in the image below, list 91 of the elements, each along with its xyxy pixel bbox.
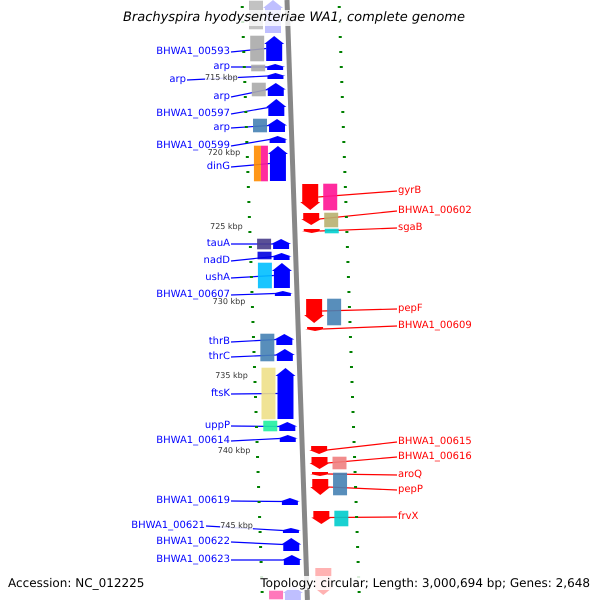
gene-symbol	[310, 479, 330, 495]
gene-symbol	[282, 555, 302, 565]
gene-symbol	[268, 136, 288, 143]
gene-label: BHWA1_00616	[398, 451, 472, 463]
gene-symbol	[266, 99, 286, 116]
gene-label: nadD	[203, 255, 230, 267]
gene-label: ftsK	[210, 388, 230, 400]
gene-symbol	[304, 299, 324, 323]
gene-label: thrB	[208, 336, 230, 348]
gene-label: BHWA1_00597	[156, 108, 230, 120]
gene-label: BHWA1_00614	[156, 435, 230, 447]
gene-symbol	[272, 291, 293, 296]
gene-label: BHWA1_00621	[131, 520, 205, 532]
title: Brachyspira hyodysenteriae WA1, complete genome	[123, 10, 465, 26]
gene-symbol	[300, 184, 320, 210]
gene-symbol	[310, 472, 330, 476]
gene-label: gyrB	[398, 185, 422, 197]
genome-info-text: Accession: NC_012225	[8, 576, 144, 590]
leader-line	[230, 124, 270, 129]
leader-line	[230, 292, 275, 296]
scale-label: 715 kbp	[205, 73, 238, 83]
gene-label: frvX	[398, 511, 418, 523]
gene-label: BHWA1_00615	[398, 436, 472, 448]
gene-label: arp	[169, 74, 186, 86]
gene-symbol	[301, 213, 322, 225]
gene-symbol	[264, 36, 284, 61]
gene-symbol	[280, 528, 301, 533]
gene-label: tauA	[206, 238, 230, 250]
leader-line	[230, 88, 268, 98]
gene-symbol	[309, 446, 330, 454]
gene-label: arp	[213, 91, 230, 103]
leader-line	[327, 441, 398, 451]
gene-symbol	[281, 538, 302, 551]
gene-symbol	[277, 422, 298, 431]
gene-symbol	[275, 368, 296, 419]
gene-symbol	[305, 327, 326, 331]
genome-info-text: Topology: circular; Length: 3,000,694 bp; Genes: 2,648	[260, 576, 590, 590]
gene-label: pepF	[398, 303, 423, 315]
gene-symbol	[274, 349, 295, 361]
leader-line	[231, 66, 268, 68]
leader-line	[327, 456, 398, 464]
gene-label: ushA	[205, 272, 230, 284]
leader-line	[231, 500, 282, 502]
gene-label: BHWA1_00622	[156, 536, 230, 548]
gene-label: thrC	[208, 351, 230, 363]
leader-line	[329, 516, 397, 518]
scale-label: 725 kbp	[210, 222, 243, 232]
gene-symbol	[268, 146, 288, 181]
gene-label: BHWA1_00619	[156, 495, 230, 507]
gene-symbol	[265, 64, 286, 70]
leader-line	[328, 486, 398, 491]
gene-label: sgaB	[398, 222, 423, 234]
leader-line	[323, 325, 398, 330]
leader-line	[231, 425, 280, 428]
scale-label: 720 kbp	[208, 148, 240, 158]
gene-symbol	[278, 435, 298, 442]
leader-line	[231, 559, 284, 561]
scale-label: 735 kbp	[215, 371, 248, 381]
gene-label: arp	[213, 122, 230, 134]
leader-line	[230, 138, 270, 147]
leader-line	[230, 438, 280, 442]
gene-symbol	[310, 457, 330, 469]
gene-symbol	[274, 334, 294, 345]
gene-symbol	[271, 239, 292, 249]
scale-label: 745 kbp	[220, 521, 253, 531]
leader-line	[230, 541, 284, 546]
gene-label: dinG	[206, 161, 230, 173]
leader-line	[319, 210, 398, 220]
gene-label: BHWA1_00602	[398, 205, 472, 217]
gene-symbol	[265, 73, 286, 79]
gene-symbol	[267, 119, 287, 132]
gene-label: BHWA1_00593	[156, 46, 230, 58]
gene-label: aroQ	[398, 469, 422, 481]
gene-symbol	[266, 83, 286, 96]
gene-symbol	[272, 253, 292, 260]
gene-symbol	[302, 229, 322, 233]
gene-label: uppP	[204, 420, 230, 432]
leader-line	[230, 256, 274, 262]
gene-label: pepP	[398, 484, 423, 496]
gene-label: BHWA1_00609	[398, 320, 472, 332]
gene-label: BHWA1_00623	[156, 554, 230, 566]
leader-line	[320, 227, 398, 232]
leader-line	[328, 473, 397, 476]
leader-line	[230, 106, 268, 115]
leader-line	[231, 243, 274, 245]
scale-label: 740 kbp	[218, 446, 250, 456]
gene-symbol	[280, 498, 300, 505]
gene-label: arp	[213, 61, 230, 73]
gene-symbol	[311, 511, 332, 524]
gene-symbol	[272, 263, 292, 288]
scale-label: 730 kbp	[212, 297, 246, 307]
